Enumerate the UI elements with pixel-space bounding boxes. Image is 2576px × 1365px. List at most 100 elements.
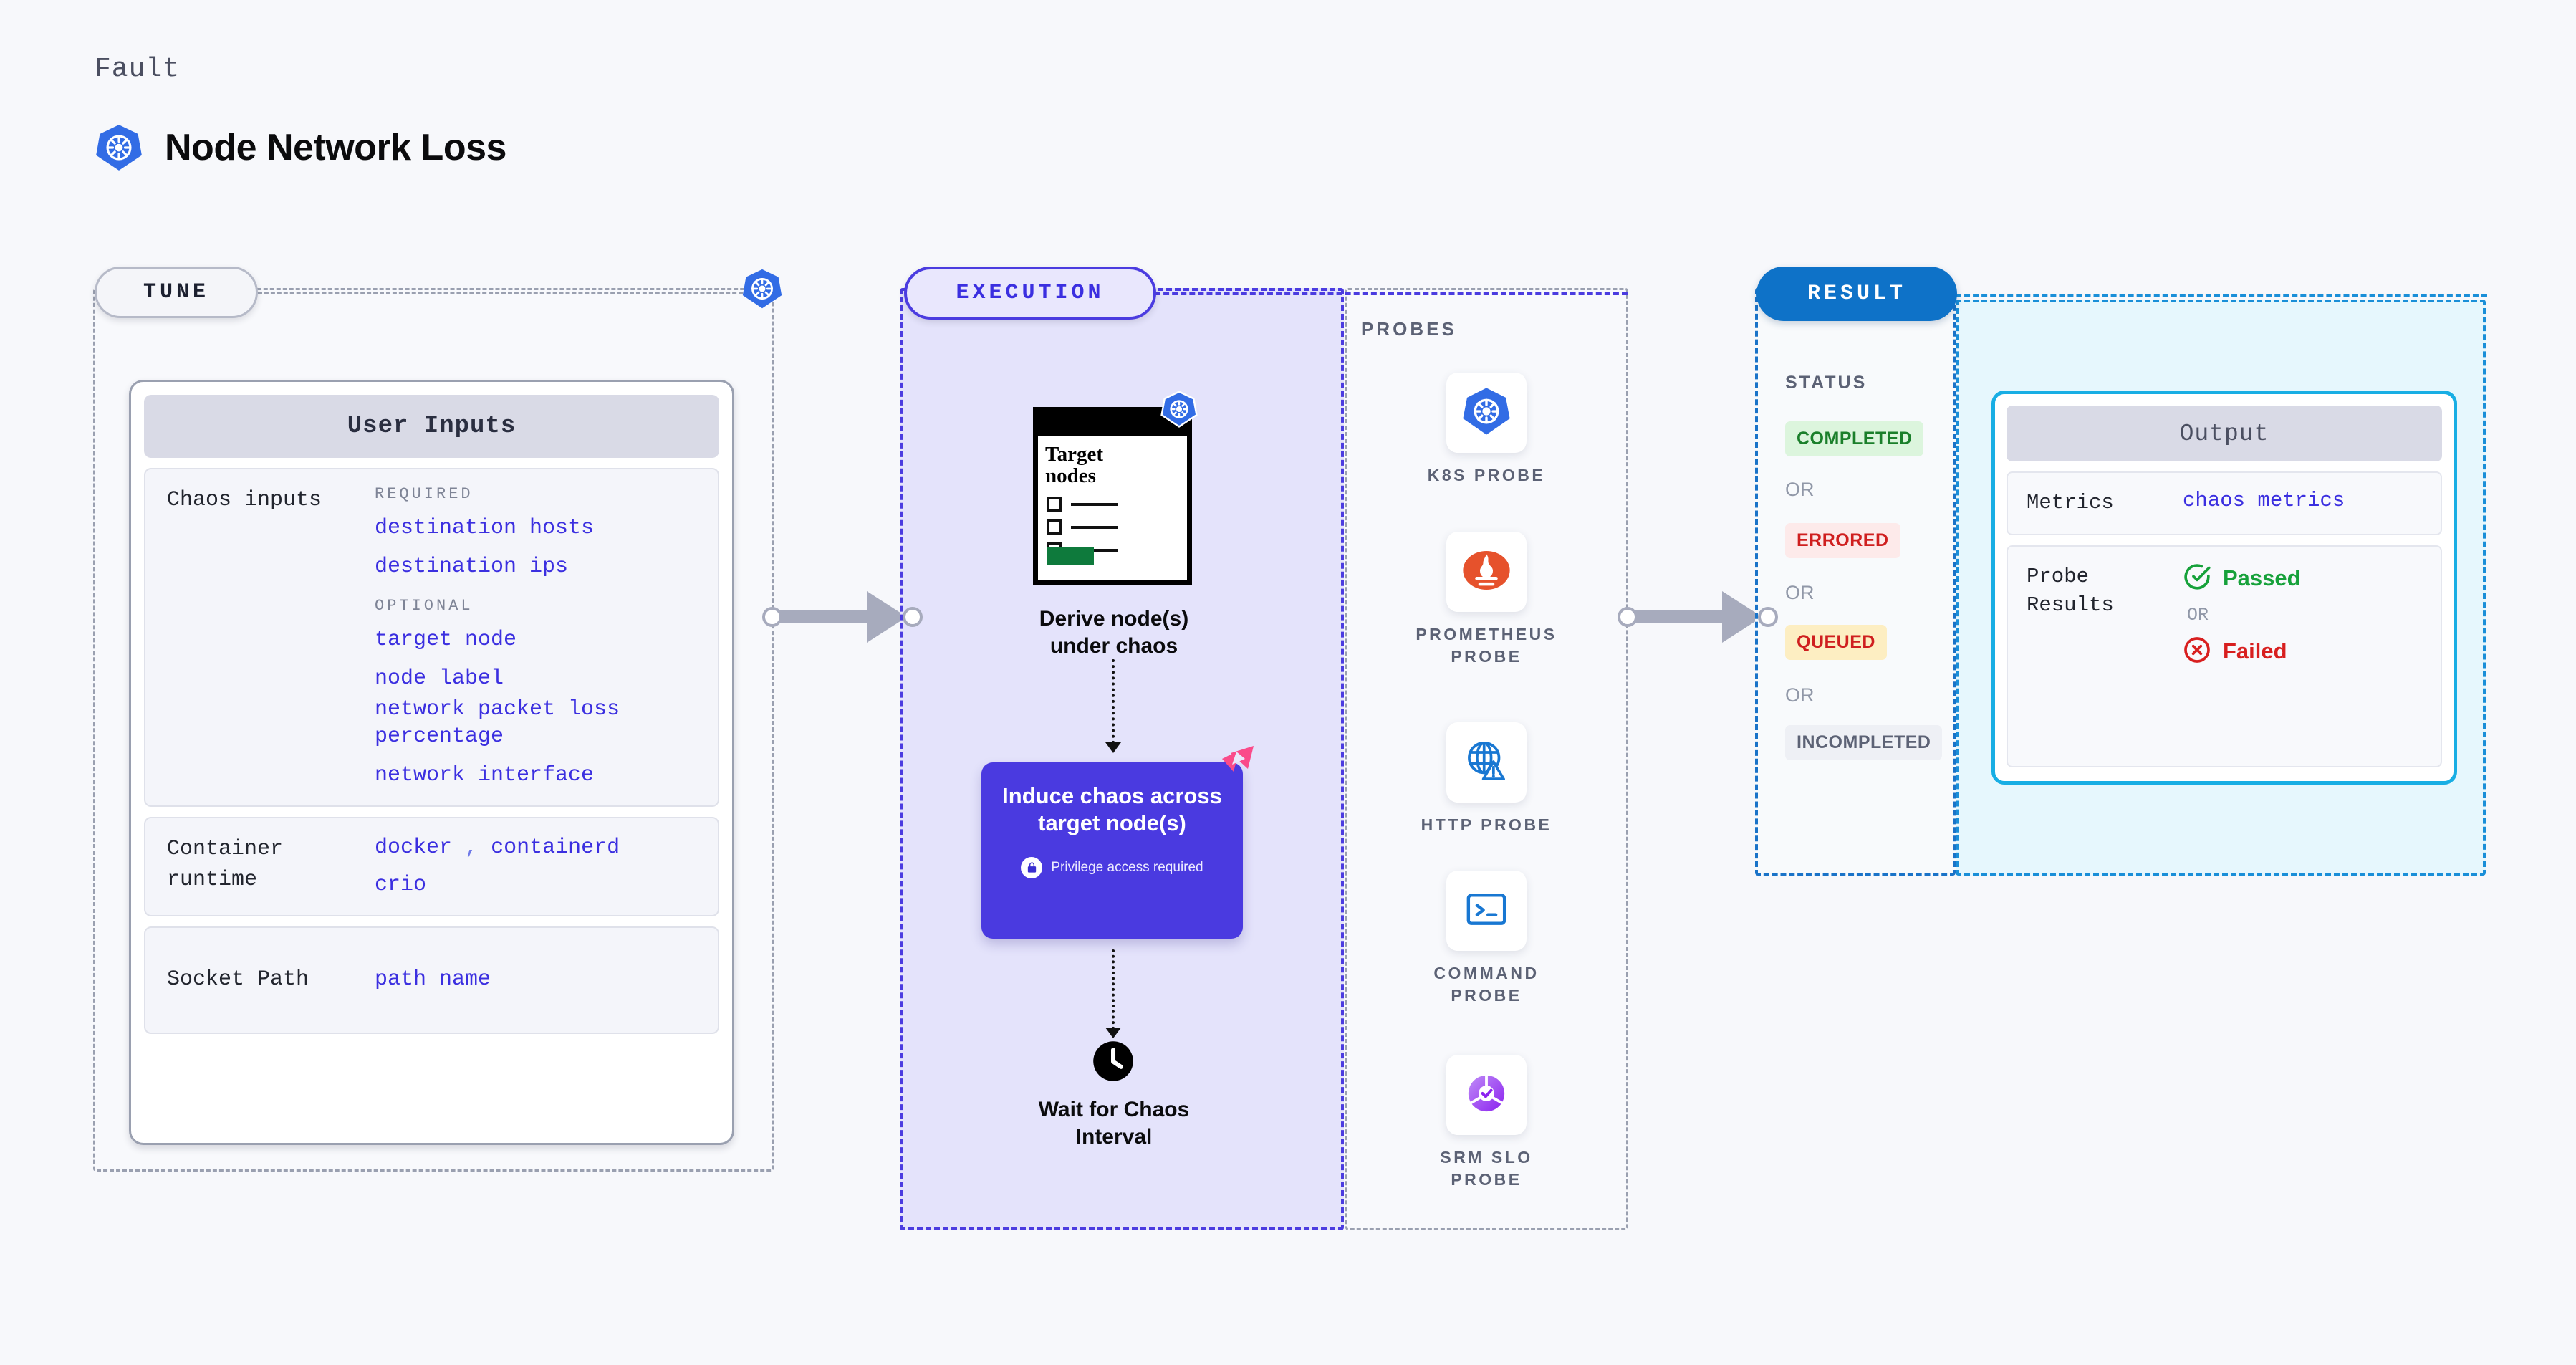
probe-http[interactable]: HTTP PROBE xyxy=(1397,722,1576,836)
probe-result-passed: Passed xyxy=(2183,562,2301,595)
prometheus-icon xyxy=(1461,545,1512,600)
doc-rule xyxy=(1071,526,1118,529)
output-probe-results-row: Probe Results Passed OR Failed xyxy=(2007,545,2442,767)
passed-text: Passed xyxy=(2223,565,2301,591)
tune-dash-connector xyxy=(258,292,756,294)
connector-end-node xyxy=(903,607,923,627)
container-runtime-section: Container runtime docker , containerd cr… xyxy=(144,816,719,916)
flow-arrow-1-head xyxy=(1105,742,1121,753)
doc-title: Target nodes xyxy=(1045,444,1103,487)
probe-tile xyxy=(1446,373,1527,453)
result-dash-connector xyxy=(1956,294,2487,297)
probe-name: SRM SLO PROBE xyxy=(1397,1146,1576,1191)
result-panel xyxy=(1755,288,1956,876)
connector-execution-to-result xyxy=(1618,591,1778,643)
wait-interval-line2: Interval xyxy=(1075,1125,1153,1149)
metrics-label: Metrics xyxy=(2027,491,2114,514)
status-or-1: OR xyxy=(1785,479,1815,500)
required-group-title: REQUIRED xyxy=(375,485,474,503)
checkbox-icon xyxy=(1047,519,1062,535)
socket-path-value[interactable]: path name xyxy=(375,967,491,992)
socket-path-section: Socket Path path name xyxy=(144,926,719,1034)
probe-name-line2: PROBE xyxy=(1481,815,1552,834)
harness-logo-icon xyxy=(1218,743,1256,784)
connector-line xyxy=(1633,610,1729,623)
probe-name-line1: HTTP xyxy=(1421,815,1474,834)
wait-interval-caption: Wait for Chaos Interval xyxy=(938,1096,1289,1151)
probe-name-line2: PROBE xyxy=(1474,466,1546,484)
probe-tile xyxy=(1446,722,1527,803)
execution-pill[interactable]: EXECUTION xyxy=(904,267,1156,320)
flow-arrow-2-head xyxy=(1105,1028,1121,1038)
probe-name-line1: PROMETHEUS xyxy=(1416,625,1557,643)
page-title: Node Network Loss xyxy=(165,127,506,168)
doc-list-item xyxy=(1047,497,1118,512)
flow-arrow-2-line xyxy=(1112,949,1115,1030)
result-pill[interactable]: RESULT xyxy=(1756,267,1957,321)
status-badge-incompleted: INCOMPLETED xyxy=(1785,725,1943,760)
doc-progress-bar xyxy=(1047,547,1094,565)
derive-nodes-line2: under chaos xyxy=(1049,634,1178,658)
probe-name: COMMAND PROBE xyxy=(1397,962,1576,1007)
probe-name-line2: PROBE xyxy=(1451,1170,1522,1189)
runtime-separator: , xyxy=(465,835,479,860)
input-destination-ips[interactable]: destination ips xyxy=(375,555,569,580)
probe-results-label: Probe Results xyxy=(2027,562,2183,750)
derive-nodes-line1: Derive node(s) xyxy=(1039,607,1189,631)
container-runtime-label: Container runtime xyxy=(167,834,375,899)
probe-result-or: OR xyxy=(2187,604,2209,626)
optional-group-title: OPTIONAL xyxy=(375,596,474,615)
privilege-note-text: Privilege access required xyxy=(1051,859,1203,875)
probe-name-line2: PROBE xyxy=(1451,986,1522,1005)
doc-title-line2: nodes xyxy=(1045,464,1096,487)
runtime-line-1[interactable]: docker , containerd xyxy=(375,834,706,861)
input-network-interface[interactable]: network interface xyxy=(375,763,595,788)
runtime-containerd[interactable]: containerd xyxy=(491,835,620,860)
input-node-label[interactable]: node label xyxy=(375,666,504,691)
chaos-inputs-section: Chaos inputs REQUIRED destination hosts … xyxy=(144,468,719,807)
status-label: STATUS xyxy=(1785,373,1868,393)
input-network-packet-loss-percentage[interactable]: network packet loss percentage xyxy=(375,696,620,749)
x-circle-icon xyxy=(2183,636,2211,668)
privilege-note-row: Privilege access required xyxy=(997,856,1227,878)
wait-interval-line1: Wait for Chaos xyxy=(1038,1098,1190,1121)
target-nodes-doc: Target nodes xyxy=(1033,391,1198,585)
probe-srm-slo[interactable]: SRM SLO PROBE xyxy=(1397,1055,1576,1191)
fault-kicker: Fault xyxy=(95,54,181,85)
metrics-value[interactable]: chaos metrics xyxy=(2183,489,2345,512)
output-card-title: Output xyxy=(2007,406,2442,461)
status-badge-completed: COMPLETED xyxy=(1785,421,1924,456)
induce-chaos-line2: target node(s) xyxy=(1038,810,1186,835)
probe-prometheus[interactable]: PROMETHEUS PROBE xyxy=(1397,532,1576,668)
probe-name: HTTP PROBE xyxy=(1397,814,1576,836)
chaos-inputs-label: Chaos inputs xyxy=(167,488,322,512)
runtime-docker[interactable]: docker xyxy=(375,835,453,860)
probe-results-values: Passed OR Failed xyxy=(2183,562,2301,750)
tune-pill[interactable]: TUNE xyxy=(95,267,258,318)
doc-title-line1: Target xyxy=(1045,443,1104,466)
clock-icon xyxy=(1092,1040,1134,1086)
probe-name-line2: PROBE xyxy=(1451,647,1522,666)
probe-name: PROMETHEUS PROBE xyxy=(1397,623,1576,668)
connector-start-node xyxy=(1618,607,1638,627)
kubernetes-icon xyxy=(95,123,143,172)
check-circle-icon xyxy=(2183,562,2211,595)
flow-arrow-1-line xyxy=(1112,659,1115,744)
probe-tile xyxy=(1446,871,1527,951)
kubernetes-icon xyxy=(1160,391,1198,431)
failed-text: Failed xyxy=(2223,638,2287,664)
kubernetes-icon xyxy=(741,268,783,313)
input-target-node[interactable]: target node xyxy=(375,627,517,652)
induce-chaos-box[interactable]: Induce chaos across target node(s) Privi… xyxy=(981,762,1243,939)
probe-tile xyxy=(1446,1055,1527,1135)
container-runtime-label-text: Container runtime xyxy=(167,836,284,893)
probe-k8s[interactable]: K8S PROBE xyxy=(1397,373,1576,487)
probe-tile xyxy=(1446,532,1527,612)
probe-command[interactable]: COMMAND PROBE xyxy=(1397,871,1576,1007)
execution-dash-connector xyxy=(1155,292,1628,295)
input-destination-hosts[interactable]: destination hosts xyxy=(375,516,595,540)
probe-name-line1: COMMAND xyxy=(1433,964,1539,982)
runtime-crio[interactable]: crio xyxy=(375,873,427,898)
connector-tune-to-execution xyxy=(762,591,923,643)
